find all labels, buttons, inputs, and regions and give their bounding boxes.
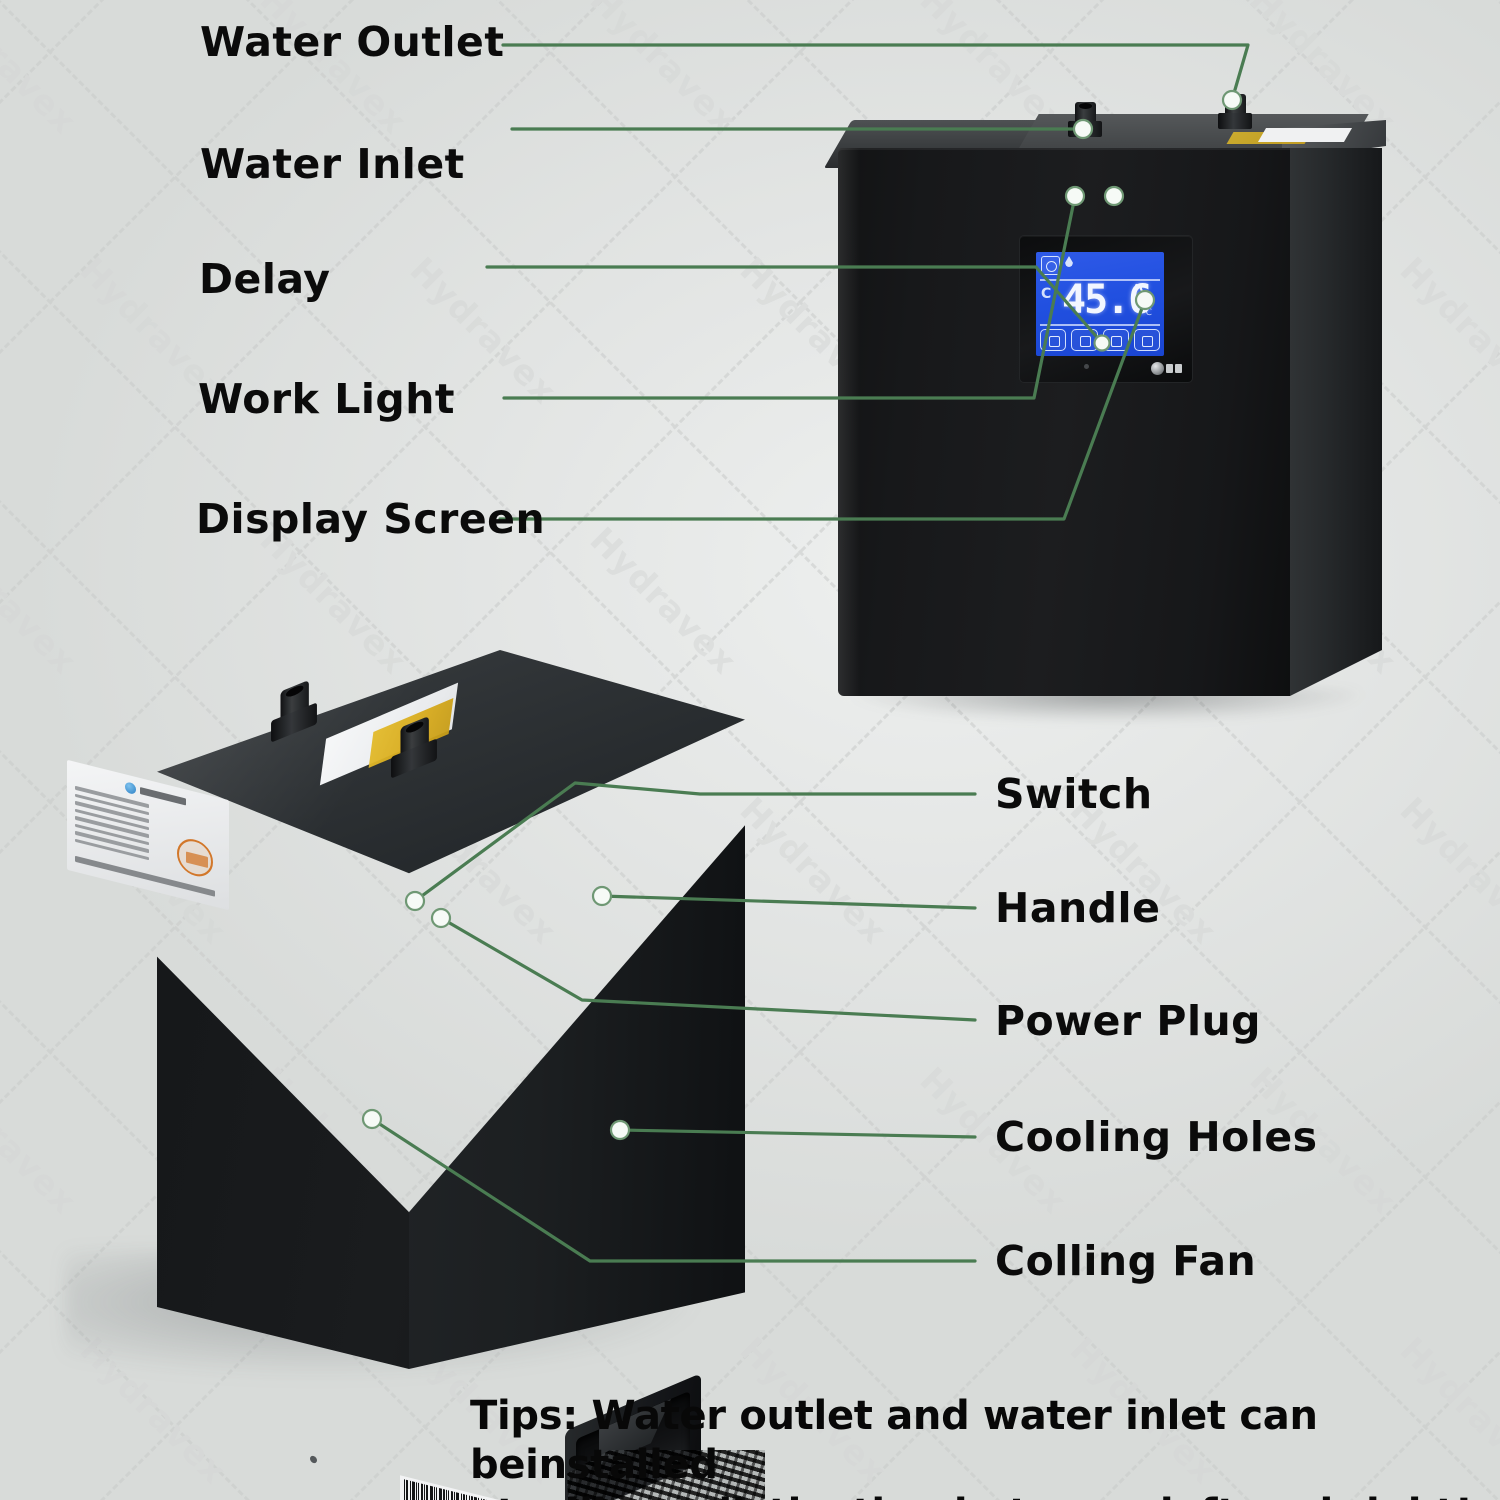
callout-label-water-outlet: Water Outlet bbox=[200, 18, 505, 66]
unit-a-right-side-panel bbox=[1290, 148, 1382, 696]
lcd-up-button[interactable] bbox=[1071, 329, 1098, 351]
water-outlet-bore bbox=[1229, 95, 1242, 101]
logo-mark-2 bbox=[1175, 364, 1182, 373]
water-inlet-base bbox=[1068, 121, 1102, 137]
unit-a-top-sticker-white bbox=[1257, 128, 1353, 142]
barcode-bar bbox=[416, 1482, 418, 1500]
tips-line-1: Tips: Water outlet and water inlet can b… bbox=[470, 1393, 1318, 1488]
lcd-divider-bottom bbox=[1040, 324, 1160, 326]
label-brand-text bbox=[140, 787, 186, 806]
barcode-bar bbox=[404, 1479, 405, 1500]
watermark-text: Hydravex bbox=[0, 0, 85, 143]
lcd-temperature-unit: ℃ bbox=[1134, 282, 1148, 295]
qc-pass-seal bbox=[177, 835, 213, 881]
water-inlet-bore bbox=[1079, 103, 1092, 109]
callout-label-power-plug: Power Plug bbox=[995, 997, 1262, 1045]
barcode-bar bbox=[429, 1485, 433, 1500]
barcode-bar bbox=[454, 1491, 456, 1500]
unit-a-front-panel bbox=[838, 148, 1290, 696]
water-drop-icon bbox=[1065, 256, 1073, 267]
barcode-bar bbox=[418, 1482, 420, 1500]
watermark-text: Hydravex bbox=[1391, 250, 1500, 413]
work-light-icon bbox=[1041, 256, 1060, 275]
barcode-bar bbox=[426, 1484, 429, 1500]
label-spec-lines bbox=[75, 785, 149, 864]
lcd-button-row bbox=[1040, 329, 1160, 351]
callout-label-handle: Handle bbox=[995, 884, 1161, 932]
barcode-bar bbox=[466, 1494, 468, 1500]
delay-indicator-dot bbox=[1084, 364, 1089, 369]
water-inlet-port bbox=[1068, 102, 1102, 137]
water-outlet-port bbox=[1218, 94, 1252, 129]
callout-label-colling-fan: Colling Fan bbox=[995, 1237, 1257, 1285]
barcode-bar bbox=[456, 1492, 460, 1500]
chiller-three-quarter-view bbox=[45, 650, 765, 1500]
barcode-bar bbox=[420, 1483, 423, 1500]
barcode-bar bbox=[462, 1493, 465, 1500]
barcode-bar bbox=[446, 1489, 448, 1500]
cooling-holes-vent-overlay bbox=[567, 1450, 765, 1500]
watermark-text: Hydravex bbox=[731, 790, 895, 953]
lcd-sub-unit: ℃ bbox=[1142, 308, 1153, 318]
lcd-mode-letter: C bbox=[1041, 286, 1052, 302]
barcode-bar bbox=[438, 1487, 442, 1500]
lcd-down-button[interactable] bbox=[1133, 329, 1160, 351]
barcode-bar bbox=[409, 1480, 411, 1500]
chiller-front-view: C 45.6 ℃ ℃ bbox=[824, 88, 1390, 748]
lcd-mode-button[interactable] bbox=[1040, 329, 1067, 351]
lcd-screen[interactable]: C 45.6 ℃ ℃ bbox=[1036, 252, 1164, 356]
watermark-text: Hydravex bbox=[1391, 790, 1500, 953]
watermark-text: Hydravex bbox=[581, 0, 745, 143]
callout-label-cooling-holes: Cooling Holes bbox=[995, 1113, 1318, 1161]
barcode-bar bbox=[433, 1486, 435, 1500]
label-brand-mark bbox=[125, 781, 136, 796]
callout-label-work-light: Work Light bbox=[198, 375, 456, 423]
barcode-bar bbox=[406, 1479, 409, 1500]
globe-icon bbox=[1151, 362, 1164, 375]
lcd-set-button[interactable] bbox=[1102, 329, 1129, 351]
brand-logo bbox=[1151, 362, 1182, 375]
logo-mark-1 bbox=[1166, 364, 1173, 373]
unit-a-left-bevel bbox=[838, 148, 860, 696]
callout-label-delay: Delay bbox=[199, 255, 331, 303]
callout-label-switch: Switch bbox=[995, 770, 1153, 818]
barcode-bar bbox=[460, 1493, 462, 1500]
tips-text: Tips: Water outlet and water inlet can b… bbox=[470, 1392, 1490, 1500]
barcode-bar bbox=[448, 1490, 450, 1500]
barcode-bar bbox=[424, 1484, 426, 1500]
callout-label-water-inlet: Water Inlet bbox=[200, 140, 465, 188]
tips-line-2: at will, no distinction between left and… bbox=[470, 1490, 1490, 1500]
barcode-bar bbox=[450, 1490, 453, 1500]
barcode-bar bbox=[411, 1481, 415, 1500]
barcode-bar bbox=[436, 1487, 438, 1500]
unit-b-top-screw bbox=[310, 1455, 317, 1464]
water-outlet-base bbox=[1218, 113, 1252, 129]
display-screen-bezel[interactable]: C 45.6 ℃ ℃ bbox=[1020, 236, 1192, 382]
barcode-bar bbox=[442, 1488, 445, 1500]
callout-label-display-screen: Display Screen bbox=[196, 495, 546, 543]
